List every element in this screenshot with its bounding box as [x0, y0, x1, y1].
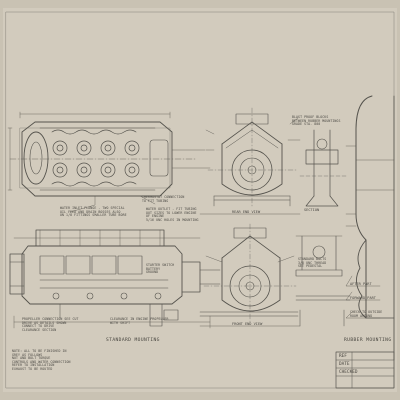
note-standard-bolts: STANDARD BOLTS 3/8 UNC THREAD SET PEDEST… — [298, 257, 327, 269]
note-line: STARTER SWITCH — [146, 263, 175, 267]
note-line: ROOM AROUND — [350, 313, 373, 318]
note-starter: STARTER SWITCH BATTERY GROUND — [146, 263, 175, 275]
note-line: GROUND — [146, 270, 159, 275]
note-line: GRADE STA. 800 — [292, 122, 321, 127]
note-line: SET PEDESTAL — [298, 264, 323, 269]
note-line: WITH SHIFT — [110, 320, 131, 325]
note-line: CONNECT TO DRIVE — [22, 324, 55, 329]
note-line: BETWEEN RUBBER MOUNTINGS — [292, 118, 341, 123]
note-line: DRIVE AS DETAILS SHOWN — [22, 320, 67, 325]
note-thermostat: THERMOSTAT CONNECTION TO FIT TUBING — [142, 195, 185, 203]
paper — [3, 8, 397, 392]
mounting-details — [295, 129, 351, 327]
note-line: CHECK TO OUTSIDE — [350, 310, 383, 314]
note-line: GREY AS FOLLOWS — [12, 352, 43, 357]
note-line: BATTERY — [146, 266, 161, 271]
note-water-outlet: WATER OUTLET - FIT TUBING OUT SIZES TO L… — [146, 207, 199, 222]
label-front-end-view: FRONT END VIEW — [232, 322, 263, 326]
note-line: PROPELLER CONNECTION SEE CUT — [22, 317, 79, 321]
note-line: CLEARANCE IN ENGINE PROPELLER — [110, 317, 169, 321]
note-blast-proof: BLAST PROOF BLOCKS BETWEEN RUBBER MOUNTI… — [292, 115, 341, 127]
note-line: WATER OUTLET - FIT TUBING — [146, 207, 197, 211]
label-after-part: AFTER PART — [350, 282, 372, 286]
note-line: BLAST PROOF BLOCKS — [292, 115, 329, 119]
note-line: CLEARANCE SECTION — [22, 327, 57, 332]
note-line: OIL FEED AND DRAIN BOSSES ALSO — [60, 209, 121, 214]
note-line: 3/8 UNC THREAD — [298, 260, 327, 265]
note-line: STANDARD BOLTS — [298, 257, 327, 261]
note-general: NOTE: ALL TO BE FINISHED IN GREY AS FOLL… — [12, 349, 71, 372]
label-check-outside: CHECK TO OUTSIDE ROOM AROUND — [350, 310, 383, 318]
label-section: SECTION — [304, 208, 320, 212]
label-forward-part: FORWARD PART — [350, 296, 376, 300]
note-line: CONTROLS AND WATER CONNECTION — [12, 359, 71, 364]
front-end-view — [199, 223, 301, 327]
side-view-upper — [7, 111, 211, 213]
note-line: TO FIT TUBING — [142, 198, 169, 203]
note-clearance: CLEARANCE IN ENGINE PROPELLER WITH SHIFT — [110, 317, 169, 325]
note-line: NUT AND BOLT TORQUE — [12, 356, 51, 361]
title-block-row-3: CHECKED — [339, 370, 358, 375]
note-line: 5/16 UNC HOLES IN MOUNTING — [146, 217, 199, 222]
rear-end-view — [199, 107, 301, 215]
label-rubber-mounting: RUBBER MOUNTING — [344, 338, 392, 343]
label-standard-mounting: STANDARD MOUNTING — [106, 338, 160, 343]
title-block-row-1: REF — [339, 354, 347, 359]
note-line: THERMOSTAT CONNECTION — [142, 195, 185, 199]
label-rear-end-view: REAR END VIEW — [232, 210, 261, 214]
title-block-row-2: DATE — [339, 362, 350, 367]
note-line: WATER INLET FLANGE - TWO SPECIAL — [60, 206, 125, 210]
title-block — [335, 351, 395, 389]
note-line: ON 1/8 FITTINGS SMALLER TUBE BORE — [60, 213, 127, 218]
rubber-mounting-section — [345, 95, 395, 361]
note-water-inlet: WATER INLET FLANGE - TWO SPECIAL OIL FEE… — [60, 206, 127, 218]
note-line: REFER TO INSTALLATION — [12, 363, 55, 368]
side-view-lower — [9, 229, 221, 329]
note-line: EXHAUST TO BE ROUTED — [12, 366, 53, 371]
note-line: OF ENGINE — [146, 214, 165, 219]
note-propeller: PROPELLER CONNECTION SEE CUT DRIVE AS DE… — [22, 317, 79, 332]
note-line: NOTE: ALL TO BE FINISHED IN — [12, 349, 67, 353]
note-line: OUT SIZES TO LOWER ENGINE — [146, 210, 197, 215]
